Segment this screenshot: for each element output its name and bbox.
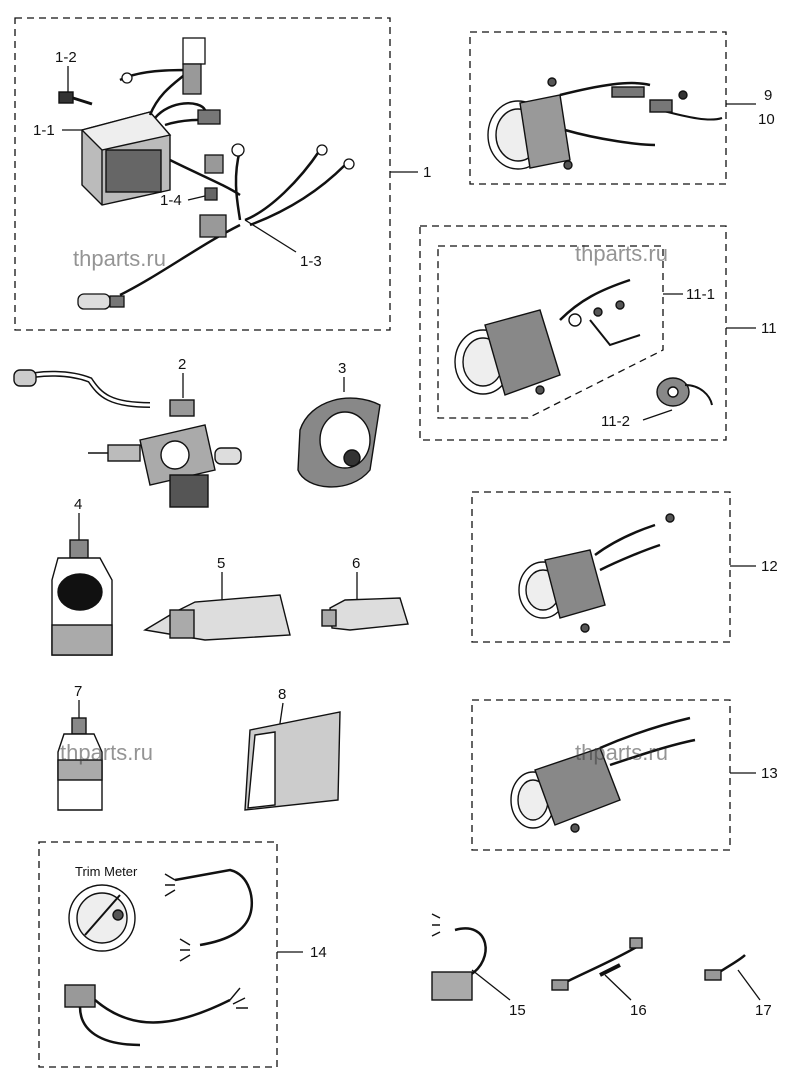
callout-5: 5 bbox=[217, 555, 226, 572]
callout-8: 8 bbox=[278, 686, 287, 703]
part-1-connectors bbox=[77, 37, 355, 310]
part-15-harness bbox=[431, 913, 487, 1001]
part-7-bottle bbox=[57, 717, 103, 811]
callout-6: 6 bbox=[352, 555, 361, 572]
part-4-bottle bbox=[51, 539, 113, 656]
watermark: thparts.ru bbox=[575, 740, 668, 765]
callout-3: 3 bbox=[338, 360, 347, 377]
callout-1-1: 1-1 bbox=[33, 122, 55, 139]
part-13-gauge bbox=[510, 716, 696, 833]
group-box-11 bbox=[419, 225, 727, 441]
group-box-1 bbox=[14, 17, 391, 331]
part-3-bracket bbox=[297, 397, 381, 488]
callout-9: 9 bbox=[764, 87, 773, 104]
part-6-tube bbox=[321, 597, 409, 631]
part-5-tube bbox=[143, 594, 291, 641]
callout-1-3: 1-3 bbox=[300, 253, 322, 270]
callout-11: 11 bbox=[761, 320, 777, 337]
watermark: thparts.ru bbox=[73, 246, 166, 271]
leader-1-3 bbox=[244, 219, 297, 253]
callout-1-2: 1-2 bbox=[55, 49, 77, 66]
callout-15: 15 bbox=[509, 1002, 526, 1019]
callout-14: 14 bbox=[310, 944, 327, 961]
callout-1-4: 1-4 bbox=[160, 192, 182, 209]
leader-11-2 bbox=[642, 409, 673, 421]
callout-11-1: 11-1 bbox=[686, 286, 715, 303]
part-11-gauge bbox=[454, 278, 641, 396]
callout-1: 1 bbox=[423, 164, 432, 181]
leader-1-4 bbox=[187, 195, 206, 201]
part-16-wire bbox=[551, 937, 643, 991]
part-8-decal bbox=[244, 711, 341, 811]
callout-16: 16 bbox=[630, 1002, 647, 1019]
callout-7: 7 bbox=[74, 683, 83, 700]
leader-17 bbox=[737, 969, 761, 1001]
group-box-14 bbox=[38, 841, 278, 1068]
callout-17: 17 bbox=[755, 1002, 772, 1019]
callout-4: 4 bbox=[74, 496, 83, 513]
watermark: thparts.ru bbox=[575, 241, 668, 266]
part-1-1-rectifier bbox=[80, 111, 172, 206]
group-box-12 bbox=[471, 491, 731, 643]
part-12-gauge bbox=[518, 513, 675, 633]
callout-12: 12 bbox=[761, 558, 778, 575]
callout-10: 10 bbox=[758, 111, 775, 128]
callout-2: 2 bbox=[178, 356, 187, 373]
callout-13: 13 bbox=[761, 765, 778, 782]
watermark: thparts.ru bbox=[60, 740, 153, 765]
part-11-2-sender bbox=[656, 377, 713, 407]
part-2-switch bbox=[13, 369, 242, 508]
leader-15 bbox=[471, 969, 511, 1001]
leader-16 bbox=[604, 974, 632, 1001]
part-17-wire bbox=[704, 954, 746, 981]
callout-11-2: 11-2 bbox=[601, 413, 630, 430]
part-14-trim-meter bbox=[64, 868, 254, 1047]
part-1-2-bolt bbox=[58, 91, 93, 106]
trim-meter-caption: Trim Meter bbox=[75, 864, 138, 879]
part-9-gauge bbox=[487, 77, 723, 170]
